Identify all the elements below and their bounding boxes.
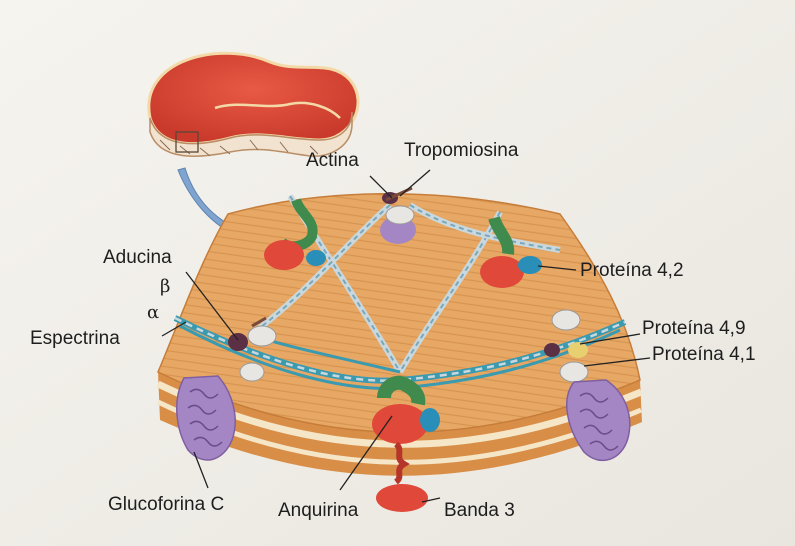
label-alpha: α: [147, 302, 159, 323]
label-tropomiosina: Tropomiosina: [404, 140, 519, 161]
label-actina: Actina: [306, 150, 359, 171]
label-proteina-4-9: Proteína 4,9: [642, 318, 746, 339]
label-banda-3: Banda 3: [444, 500, 515, 521]
label-proteina-4-1: Proteína 4,1: [652, 344, 756, 365]
label-proteina-4-2: Proteína 4,2: [580, 260, 684, 281]
red-blood-cell-section: [149, 53, 358, 156]
label-anquirina: Anquirina: [278, 500, 359, 521]
label-glucoforina-c: Glucoforina C: [108, 494, 224, 515]
label-espectrina: Espectrina: [30, 328, 120, 349]
label-aducina: Aducina: [103, 247, 172, 268]
label-beta: β: [160, 276, 170, 297]
